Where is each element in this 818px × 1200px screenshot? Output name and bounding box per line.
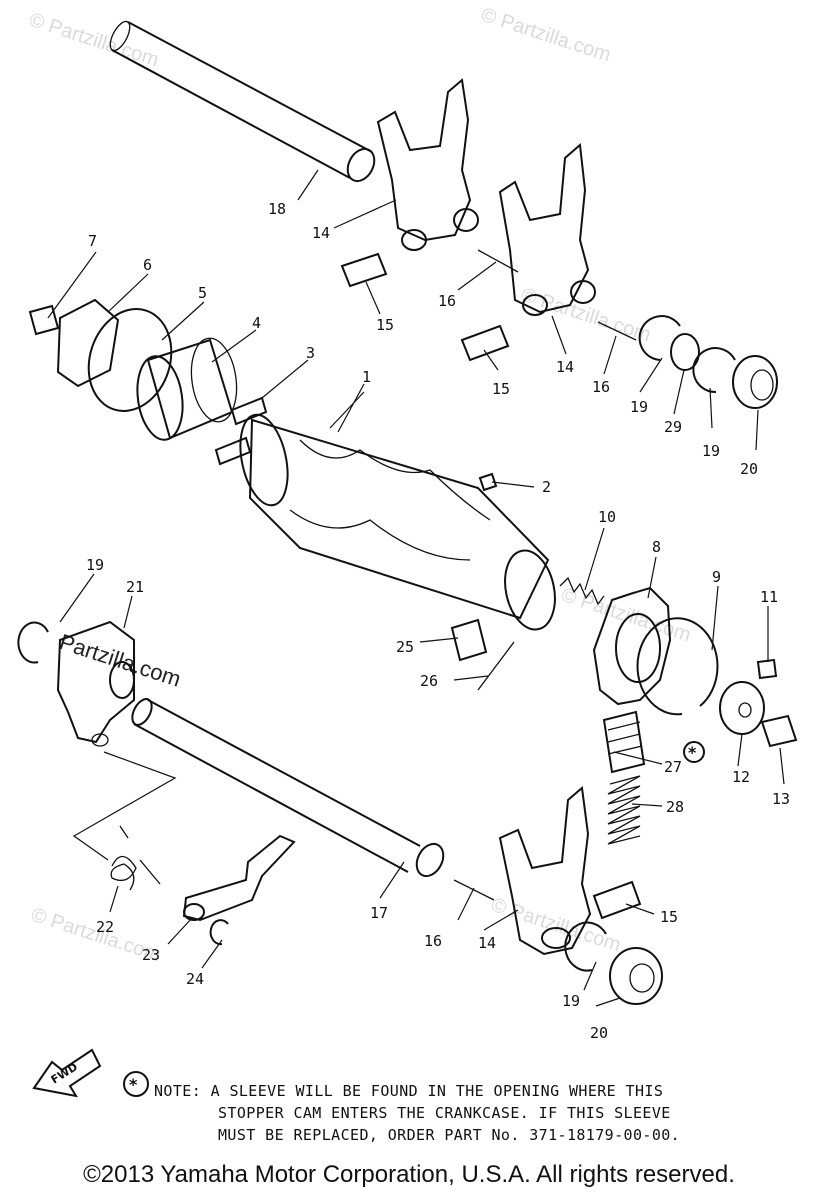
clip-and-roller-lower xyxy=(564,921,663,1005)
note-asterisk: * xyxy=(129,1075,138,1094)
callout-9: 9 xyxy=(712,568,721,586)
callout-17: 17 xyxy=(370,904,388,922)
callout-24: 24 xyxy=(186,970,204,988)
cotter-pin-26 xyxy=(477,641,515,691)
note-line-2: STOPPER CAM ENTERS THE CRANKCASE. IF THI… xyxy=(218,1104,671,1122)
callout-14: 14 xyxy=(478,934,496,952)
callout-leaders xyxy=(47,169,785,1007)
cotter-pins-upper xyxy=(477,249,637,341)
watermark: © Partzilla.com xyxy=(558,584,693,647)
watermark: © Partzilla.com xyxy=(478,4,613,67)
callout-3: 3 xyxy=(306,344,315,362)
callout-15: 15 xyxy=(492,380,510,398)
stopper-screw-assembly xyxy=(719,658,798,748)
callout-21: 21 xyxy=(126,578,144,596)
callout-16: 16 xyxy=(424,932,442,950)
needle-bearing xyxy=(136,337,238,441)
callout-6: 6 xyxy=(143,256,152,274)
cotter-pin-lower xyxy=(453,879,495,901)
shift-fork-lower xyxy=(498,786,592,956)
callout-26: 26 xyxy=(420,672,438,690)
callout-25: 25 xyxy=(396,638,414,656)
callout-7: 7 xyxy=(88,232,97,250)
callout-29: 29 xyxy=(664,418,682,436)
callout-22: 22 xyxy=(96,918,114,936)
asterisk-symbol: * xyxy=(688,743,697,762)
callout-1: 1 xyxy=(362,368,371,386)
callout-15: 15 xyxy=(660,908,678,926)
note-line-3: MUST BE REPLACED, ORDER PART No. 371-181… xyxy=(218,1126,680,1144)
shift-fork-upper-left xyxy=(376,78,479,251)
callout-19: 19 xyxy=(86,556,104,574)
leader-lines xyxy=(72,751,177,861)
callout-13: 13 xyxy=(772,790,790,808)
stopper-plate-assembly xyxy=(28,298,173,412)
shift-rod-upper xyxy=(109,20,376,183)
watermark: © Partzilla.com xyxy=(26,9,161,72)
asterisk-marker: * xyxy=(683,741,705,763)
note-line-1: NOTE: A SLEEVE WILL BE FOUND IN THE OPEN… xyxy=(154,1082,663,1100)
callout-27: 27 xyxy=(664,758,682,776)
callout-23: 23 xyxy=(142,946,160,964)
callout-16: 16 xyxy=(438,292,456,310)
callout-14: 14 xyxy=(556,358,574,376)
callout-8: 8 xyxy=(652,538,661,556)
drum-pin xyxy=(478,472,498,492)
watermarks: © Partzilla.com © Partzilla.com © Partzi… xyxy=(26,4,693,967)
callout-20: 20 xyxy=(740,460,758,478)
guide-pins-upper xyxy=(340,252,510,362)
callout-14: 14 xyxy=(312,224,330,242)
callout-20: 20 xyxy=(590,1024,608,1042)
callout-labels: 7 6 5 4 3 1 2 10 8 9 11 12 13 18 14 15 1… xyxy=(86,200,790,1042)
copyright-notice: ©2013 Yamaha Motor Corporation, U.S.A. A… xyxy=(83,1161,735,1188)
forward-arrow-icon: FWD xyxy=(32,1048,102,1098)
callout-19: 19 xyxy=(702,442,720,460)
callout-12: 12 xyxy=(732,768,750,786)
callout-19: 19 xyxy=(562,992,580,1010)
callout-28: 28 xyxy=(666,798,684,816)
shift-fork-upper-right xyxy=(498,142,596,316)
shift-drum xyxy=(239,413,556,631)
dowel-pins xyxy=(214,396,268,466)
shift-rod-lower xyxy=(131,698,445,878)
cam-spring xyxy=(559,576,605,606)
callout-19: 19 xyxy=(630,398,648,416)
circlip xyxy=(636,617,719,716)
callout-15: 15 xyxy=(376,316,394,334)
callout-2: 2 xyxy=(542,478,551,496)
callout-5: 5 xyxy=(198,284,207,302)
watermark-inline: Partzilla.com xyxy=(56,629,183,692)
clips-and-roller-upper xyxy=(638,315,778,409)
callout-18: 18 xyxy=(268,200,286,218)
shift-fork-arm-assembly xyxy=(17,620,135,747)
callout-10: 10 xyxy=(598,508,616,526)
return-spring-and-lever xyxy=(110,825,296,946)
note-block: * NOTE: A SLEEVE WILL BE FOUND IN THE OP… xyxy=(123,1071,680,1144)
guide-pin-lower xyxy=(592,880,642,920)
callout-11: 11 xyxy=(760,588,778,606)
springs xyxy=(602,710,646,845)
guide-pin-25 xyxy=(450,618,488,662)
callout-4: 4 xyxy=(252,314,261,332)
stopper-cam xyxy=(592,586,672,706)
callout-16: 16 xyxy=(592,378,610,396)
